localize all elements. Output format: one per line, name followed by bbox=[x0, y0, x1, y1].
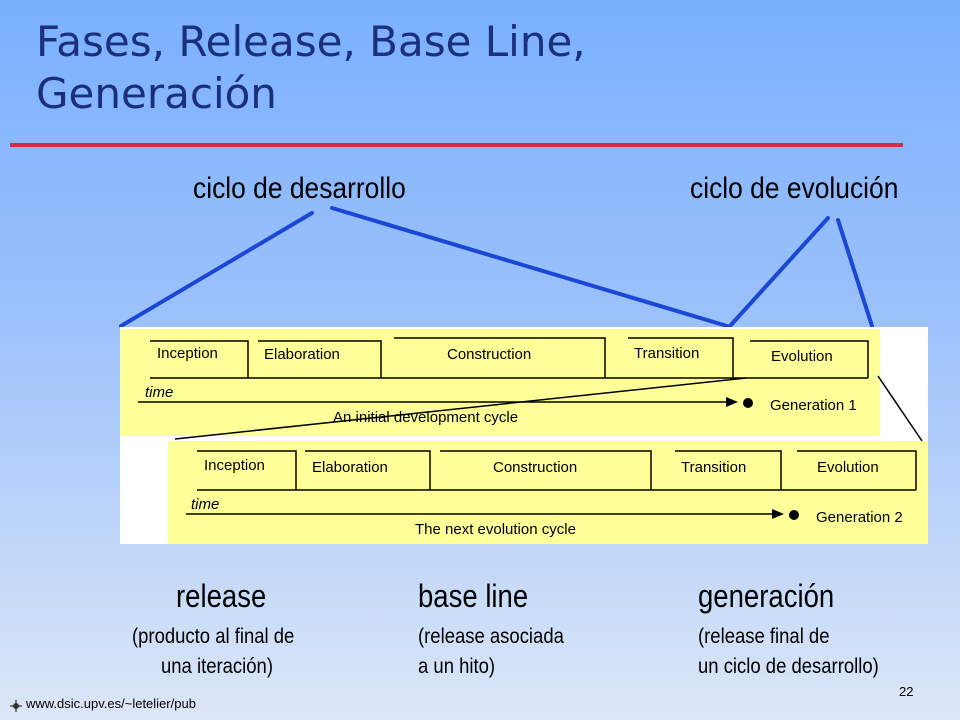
generacion-desc-line1: (release final de bbox=[698, 625, 830, 648]
gen2-release-dot bbox=[789, 510, 799, 520]
page-number: 22 bbox=[899, 684, 914, 699]
connector-dev-right bbox=[330, 206, 729, 328]
release-desc-line1: (producto al final de bbox=[132, 625, 295, 648]
gen1-phase-evolution: Evolution bbox=[771, 348, 833, 365]
connector-evo-right bbox=[836, 218, 874, 328]
gen2-construction-box bbox=[440, 450, 652, 490]
gen2-phase-inception: Inception bbox=[204, 457, 265, 474]
gen2-elaboration-box bbox=[305, 450, 431, 490]
generacion-heading: generación bbox=[698, 578, 835, 614]
development-cycle-label: ciclo de desarrollo bbox=[193, 172, 406, 205]
title-underline bbox=[10, 143, 903, 147]
gen2-phase-construction: Construction bbox=[493, 459, 577, 476]
baseline-desc-line2: a un hito) bbox=[418, 655, 496, 678]
connector-evo-left bbox=[728, 216, 830, 328]
gen1-release-dot bbox=[743, 398, 753, 408]
slide-title: Fases, Release, Base Line, Generación bbox=[36, 16, 896, 120]
gen-link-left bbox=[174, 377, 747, 440]
connector-dev-left bbox=[119, 211, 314, 328]
gen-link-right bbox=[877, 375, 923, 442]
gen1-panel bbox=[120, 329, 880, 436]
gen1-elaboration-box bbox=[258, 340, 382, 378]
gen1-phase-elaboration: Elaboration bbox=[264, 346, 340, 363]
title-line-2: Generación bbox=[36, 69, 277, 118]
release-heading: release bbox=[176, 578, 267, 614]
footer-logo-icon bbox=[10, 700, 22, 712]
baseline-heading: base line bbox=[418, 578, 529, 614]
title-line-1: Fases, Release, Base Line, bbox=[36, 17, 586, 66]
gen2-generation-label: Generation 2 bbox=[816, 509, 903, 526]
gen2-phase-elaboration: Elaboration bbox=[312, 459, 388, 476]
gen1-cycle-label: An initial development cycle bbox=[333, 409, 518, 426]
gen2-cycle-label: The next evolution cycle bbox=[415, 521, 576, 538]
gen2-inception-box bbox=[197, 450, 297, 490]
connector-lines bbox=[119, 206, 874, 328]
gen1-construction-box bbox=[394, 337, 606, 378]
gen2-time-label: time bbox=[191, 496, 219, 513]
gen2-arrow-head bbox=[772, 509, 784, 519]
gen2-phase-evolution: Evolution bbox=[817, 459, 879, 476]
gen2-transition-box bbox=[675, 450, 782, 490]
gen2-evolution-box bbox=[797, 450, 917, 490]
gen1-phase-inception: Inception bbox=[157, 345, 218, 362]
generacion-desc-line2: un ciclo de desarrollo) bbox=[698, 655, 879, 678]
evolution-cycle-label: ciclo de evolución bbox=[690, 172, 899, 205]
footer-url: www.dsic.upv.es/~letelier/pub bbox=[26, 696, 196, 711]
gen2-phase-transition: Transition bbox=[681, 459, 746, 476]
baseline-desc-line1: (release asociada bbox=[418, 625, 564, 648]
gen2-panel bbox=[168, 441, 928, 544]
gen1-transition-box bbox=[628, 337, 734, 378]
gen1-arrow-head bbox=[726, 397, 738, 407]
gen1-phase-construction: Construction bbox=[447, 346, 531, 363]
gen1-generation-label: Generation 1 bbox=[770, 397, 857, 414]
gen1-inception-box bbox=[150, 340, 249, 378]
gen1-time-label: time bbox=[145, 384, 173, 401]
gen1-evolution-box bbox=[750, 340, 869, 378]
release-desc-line2: una iteración) bbox=[161, 655, 273, 678]
gen1-phase-transition: Transition bbox=[634, 345, 699, 362]
